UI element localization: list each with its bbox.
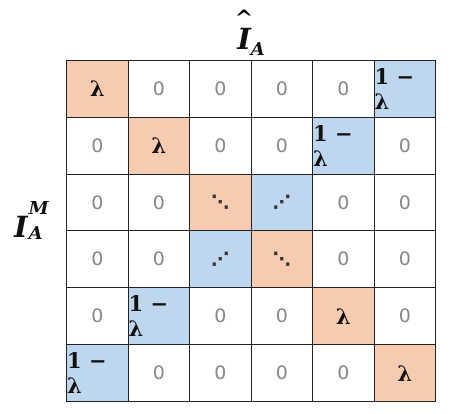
matrix-cell: 0: [128, 61, 190, 118]
matrix-cell: 1 − λ: [67, 345, 129, 402]
column-axis-label: IA: [66, 22, 436, 60]
matrix-cell: 1 − λ: [128, 288, 190, 346]
matrix-cell: 0: [313, 345, 375, 402]
matrix-cell: 0: [251, 117, 313, 175]
matrix-cell: 0: [67, 174, 129, 232]
matrix-cell: 0: [374, 174, 436, 232]
matrix-cell: 0: [67, 231, 129, 289]
matrix-cell: ⋱: [190, 174, 252, 232]
matrix-cell: 0: [190, 117, 252, 175]
col-label-subscript: A: [250, 39, 265, 60]
row-label-main: I: [14, 210, 28, 245]
matrix-cell: ⋱: [251, 231, 313, 289]
matrix-cell: 0: [67, 288, 129, 346]
matrix-cell: 0: [128, 345, 190, 402]
matrix-cell: 0: [67, 117, 129, 175]
matrix-cell: λ: [374, 345, 436, 402]
matrix-cell: 0: [251, 345, 313, 402]
matrix-cell: λ: [313, 288, 375, 346]
matrix-cell: ⋰: [251, 174, 313, 232]
matrix-cell: 0: [128, 231, 190, 289]
matrix-cell: 0: [313, 61, 375, 118]
matrix-cell: λ: [128, 117, 190, 175]
matrix-cell: 0: [128, 174, 190, 232]
matrix-cell: 0: [251, 61, 313, 118]
matrix-cell: 0: [313, 231, 375, 289]
matrix-cell: λ: [67, 61, 129, 118]
matrix-cell: ⋰: [190, 231, 252, 289]
matrix-cell: 0: [190, 61, 252, 118]
matrix-cell: 0: [374, 288, 436, 346]
matrix-cell: 0: [190, 345, 252, 402]
matrix-cell: 0: [374, 231, 436, 289]
row-label-superscript: M: [28, 198, 49, 219]
row-label-subscript: A: [28, 223, 43, 245]
matrix-cell: 1 − λ: [313, 117, 375, 175]
col-label-main: I: [237, 22, 251, 56]
matrix-cell: 0: [374, 117, 436, 175]
matrix-cell: 0: [251, 288, 313, 346]
matrix-cell: 0: [190, 288, 252, 346]
matrix-cell: 0: [313, 174, 375, 232]
matrix-cell: 1 − λ: [374, 61, 436, 118]
